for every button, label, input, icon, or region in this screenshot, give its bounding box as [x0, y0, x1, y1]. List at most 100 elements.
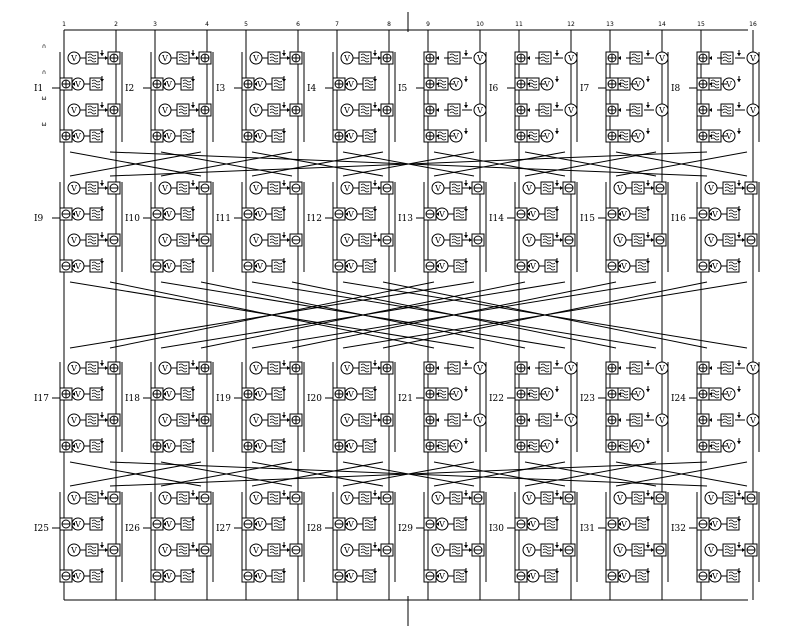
adder-node — [241, 387, 255, 401]
filter-wave — [178, 111, 188, 115]
modulator-glyph: V — [252, 416, 259, 425]
arrowhead — [555, 79, 559, 82]
modulator-glyph: V — [347, 442, 354, 451]
filter-block — [267, 233, 281, 247]
filter-block — [453, 207, 467, 221]
filter-wave — [619, 447, 629, 451]
modulator-glyph: V — [529, 520, 536, 529]
cross-wire — [109, 151, 708, 177]
modulator-glyph: V — [620, 210, 627, 219]
filter-wave — [273, 215, 283, 219]
unit-label: I6 — [489, 84, 499, 94]
filter-block — [271, 259, 285, 273]
arrowhead — [709, 522, 712, 526]
subtractor-node — [696, 569, 710, 583]
filter-wave — [87, 369, 97, 373]
filter-wave — [178, 56, 188, 60]
modulator-glyph: V — [525, 184, 532, 193]
modulator-glyph: V — [476, 54, 483, 63]
filter-wave — [542, 241, 552, 245]
filter-wave — [449, 366, 459, 370]
modulator-node: V — [564, 103, 578, 117]
filter-wave — [724, 499, 734, 503]
filter-wave — [631, 363, 641, 367]
modulator-glyph: V — [620, 520, 627, 529]
modulator-glyph: V — [70, 54, 77, 63]
arrowhead — [163, 212, 166, 216]
modulator-glyph: V — [347, 572, 354, 581]
filter-block — [544, 259, 558, 273]
arrowhead — [196, 108, 199, 112]
arrowhead — [254, 134, 257, 138]
filter-wave — [455, 261, 465, 265]
input-glyph: ω — [41, 121, 46, 128]
arrowhead — [282, 105, 286, 108]
modulator-glyph: V — [256, 572, 263, 581]
modulator-node: V — [158, 103, 172, 117]
filter-wave — [619, 131, 629, 135]
filter-wave — [528, 79, 538, 83]
modulator-glyph: V — [476, 106, 483, 115]
filter-wave — [437, 134, 447, 138]
adder-node — [107, 51, 121, 65]
modulator-glyph: V — [525, 236, 532, 245]
filter-wave — [87, 238, 97, 242]
filter-wave — [540, 415, 550, 419]
filter-wave — [178, 551, 188, 555]
unit-label: I5 — [398, 84, 408, 94]
modulator-glyph: V — [725, 390, 732, 399]
modulator-glyph: V — [529, 210, 536, 219]
modulator-glyph: V — [476, 416, 483, 425]
filter-wave — [722, 421, 732, 425]
arrowhead — [618, 418, 621, 422]
adder-node — [514, 413, 528, 427]
filter-block — [271, 439, 285, 453]
modulator-glyph: V — [616, 494, 623, 503]
arrowhead — [560, 186, 563, 190]
cross-wire — [433, 151, 566, 177]
filter-block — [358, 413, 372, 427]
filter-block — [358, 181, 372, 195]
modulator-glyph: V — [165, 520, 172, 529]
modulator-glyph: V — [74, 572, 81, 581]
filter-block — [722, 233, 736, 247]
modulator-node: V — [249, 103, 263, 117]
filter-wave — [360, 186, 370, 190]
filter-block — [85, 413, 99, 427]
modulator-glyph: V — [634, 390, 641, 399]
filter-wave — [178, 545, 188, 549]
arrowhead — [651, 238, 654, 242]
filter-wave — [528, 395, 538, 399]
arrowhead — [646, 105, 650, 108]
unit-label: I19 — [216, 394, 231, 404]
modulator-node: V — [340, 361, 354, 375]
unit-label: I32 — [671, 524, 686, 534]
filter-wave — [619, 389, 629, 393]
subtractor-node — [332, 259, 346, 273]
filter-wave — [91, 215, 101, 219]
arrowhead — [646, 493, 650, 496]
subtractor-node — [332, 207, 346, 221]
subtractor-node — [380, 181, 394, 195]
filter-wave — [637, 522, 647, 526]
modulator-glyph: V — [543, 132, 550, 141]
arrowhead — [345, 444, 348, 448]
filter-block — [89, 77, 103, 91]
filter-wave — [633, 241, 643, 245]
arrowhead — [105, 108, 108, 112]
subtractor-node — [605, 207, 619, 221]
modulator-node: V — [449, 129, 463, 143]
filter-wave — [182, 447, 192, 451]
adder-node — [198, 413, 212, 427]
filter-wave — [710, 131, 720, 135]
unit-label: I24 — [671, 394, 686, 404]
arrowhead — [646, 131, 650, 134]
cross-wire — [615, 461, 748, 487]
